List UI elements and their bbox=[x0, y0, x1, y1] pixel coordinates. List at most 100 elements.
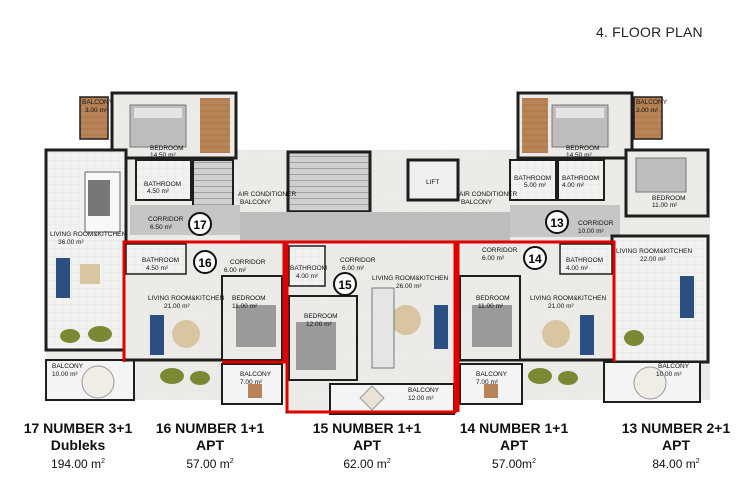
badge-13: 13 bbox=[545, 210, 569, 234]
unit-13-number: 13 NUMBER 2+1 bbox=[621, 420, 731, 436]
u15-balcony bbox=[329, 383, 455, 415]
label: 14.50 m² bbox=[566, 152, 592, 159]
label: LIVING ROOM&KITCHEN bbox=[530, 295, 607, 302]
label: BALCONY bbox=[461, 199, 493, 206]
unit-13-caption: 13 NUMBER 2+1 APT 84.00 m2 bbox=[608, 420, 744, 472]
u15-bathroom bbox=[288, 245, 326, 287]
floor-plan-title: 4. FLOOR PLAN bbox=[596, 24, 703, 40]
u13-balcony-top bbox=[633, 96, 663, 140]
label: BEDROOM bbox=[476, 295, 510, 302]
u17-sofa bbox=[56, 258, 70, 298]
unit-16-area: 57.00 m2 bbox=[186, 457, 234, 471]
label: CORRIDOR bbox=[230, 259, 266, 266]
label: 26.00 m² bbox=[396, 283, 422, 290]
u16-outline bbox=[122, 240, 286, 364]
label: 12.00 m² bbox=[408, 395, 434, 402]
u14-plant bbox=[528, 368, 552, 384]
u13-wood-strip bbox=[522, 98, 548, 153]
label: 3.00 m² bbox=[85, 107, 108, 114]
u16-bathroom bbox=[125, 243, 187, 275]
u17-bathroom bbox=[135, 159, 192, 201]
u16-bed bbox=[236, 305, 276, 347]
label: BEDROOM bbox=[566, 145, 600, 152]
u13-sofa bbox=[680, 276, 694, 318]
label: 6.00 m² bbox=[224, 267, 247, 274]
label: 4.50 m² bbox=[146, 265, 169, 272]
badge-15: 15 bbox=[333, 272, 357, 296]
svg-text:17: 17 bbox=[193, 218, 207, 232]
label: AIR CONDITIONER bbox=[238, 191, 296, 198]
label: BATHROOM bbox=[290, 265, 327, 272]
label: 10.00 m² bbox=[52, 371, 78, 378]
u17-plant2 bbox=[60, 329, 80, 343]
label: LIVING ROOM&KITCHEN bbox=[616, 248, 693, 255]
label: 11.00 m² bbox=[232, 303, 258, 310]
u14-balcony-chair bbox=[484, 384, 498, 398]
badge-14: 14 bbox=[523, 246, 547, 270]
badge-17: 17 bbox=[188, 212, 212, 236]
label: LIVING ROOM&KITCHEN bbox=[148, 295, 225, 302]
u14-bathroom bbox=[559, 243, 613, 275]
u17-balcony-top bbox=[79, 96, 109, 140]
u15-bed bbox=[296, 322, 336, 370]
u16-sofa bbox=[150, 315, 164, 355]
label: 21.00 m² bbox=[164, 303, 190, 310]
label: AIR CONDITIONER bbox=[459, 191, 517, 198]
unit-15-caption: 15 NUMBER 1+1 APT 62.00 m2 bbox=[303, 420, 431, 472]
label: BEDROOM bbox=[652, 195, 686, 202]
label: CORRIDOR bbox=[482, 247, 518, 254]
u17-plant bbox=[88, 326, 112, 342]
label: 6.50 m² bbox=[150, 224, 173, 231]
label: LIFT bbox=[426, 179, 439, 186]
unit-17-caption: 17 NUMBER 3+1 Dubleks 194.00 m2 bbox=[14, 420, 142, 472]
u13-bathroom1 bbox=[509, 159, 557, 201]
label: BATHROOM bbox=[142, 257, 179, 264]
unit-15-number: 15 NUMBER 1+1 bbox=[312, 420, 422, 436]
label: BEDROOM bbox=[304, 313, 338, 320]
u17-corridor bbox=[130, 205, 240, 235]
u14-plant2 bbox=[558, 371, 578, 385]
u17-table bbox=[88, 180, 110, 216]
unit-15-type: APT bbox=[353, 437, 381, 453]
label: CORRIDOR bbox=[340, 257, 376, 264]
unit-14-number: 14 NUMBER 1+1 bbox=[459, 420, 569, 436]
unit-17-area: 194.00 m2 bbox=[51, 457, 105, 471]
u15-sofa bbox=[434, 305, 448, 349]
label: BALCONY bbox=[240, 199, 272, 206]
label: BEDROOM bbox=[150, 145, 184, 152]
unit-14-area: 57.00m2 bbox=[492, 457, 536, 471]
unit-16-number: 16 NUMBER 1+1 bbox=[155, 420, 265, 436]
label: 5.00 m² bbox=[524, 182, 547, 189]
label: BATHROOM bbox=[566, 257, 603, 264]
u15-kitchen bbox=[371, 287, 395, 369]
label: 4.00 m² bbox=[562, 182, 585, 189]
unit-17-number: 17 NUMBER 3+1 bbox=[23, 420, 133, 436]
u14-rug bbox=[542, 320, 570, 348]
u13-bed2 bbox=[635, 157, 687, 193]
label: 4.00 m² bbox=[296, 273, 319, 280]
u14-sofa bbox=[580, 315, 594, 355]
u17-umbrella bbox=[81, 365, 115, 399]
core-stairs bbox=[286, 150, 372, 214]
label: BALCONY bbox=[52, 363, 84, 370]
label: BATHROOM bbox=[144, 181, 181, 188]
u13-plant bbox=[624, 330, 644, 346]
u16-plant2 bbox=[190, 371, 210, 385]
label: BATHROOM bbox=[562, 175, 599, 182]
u16-rug bbox=[172, 320, 200, 348]
label: CORRIDOR bbox=[148, 216, 184, 223]
label: 10.00 m² bbox=[656, 371, 682, 378]
svg-text:15: 15 bbox=[338, 278, 352, 292]
svg-text:13: 13 bbox=[550, 216, 564, 230]
u14-outline bbox=[456, 240, 616, 412]
u16-balcony-chair bbox=[248, 384, 262, 398]
u15-rug bbox=[391, 305, 421, 335]
label: BALCONY bbox=[636, 99, 668, 106]
label: 12.00 m² bbox=[306, 321, 332, 328]
label: CORRIDOR bbox=[578, 220, 614, 227]
label: 22.00 m² bbox=[640, 256, 666, 263]
unit-13-type: APT bbox=[662, 437, 690, 453]
svg-text:14: 14 bbox=[528, 252, 542, 266]
u15-outline bbox=[285, 240, 457, 414]
u17-wood-strip bbox=[200, 98, 230, 153]
